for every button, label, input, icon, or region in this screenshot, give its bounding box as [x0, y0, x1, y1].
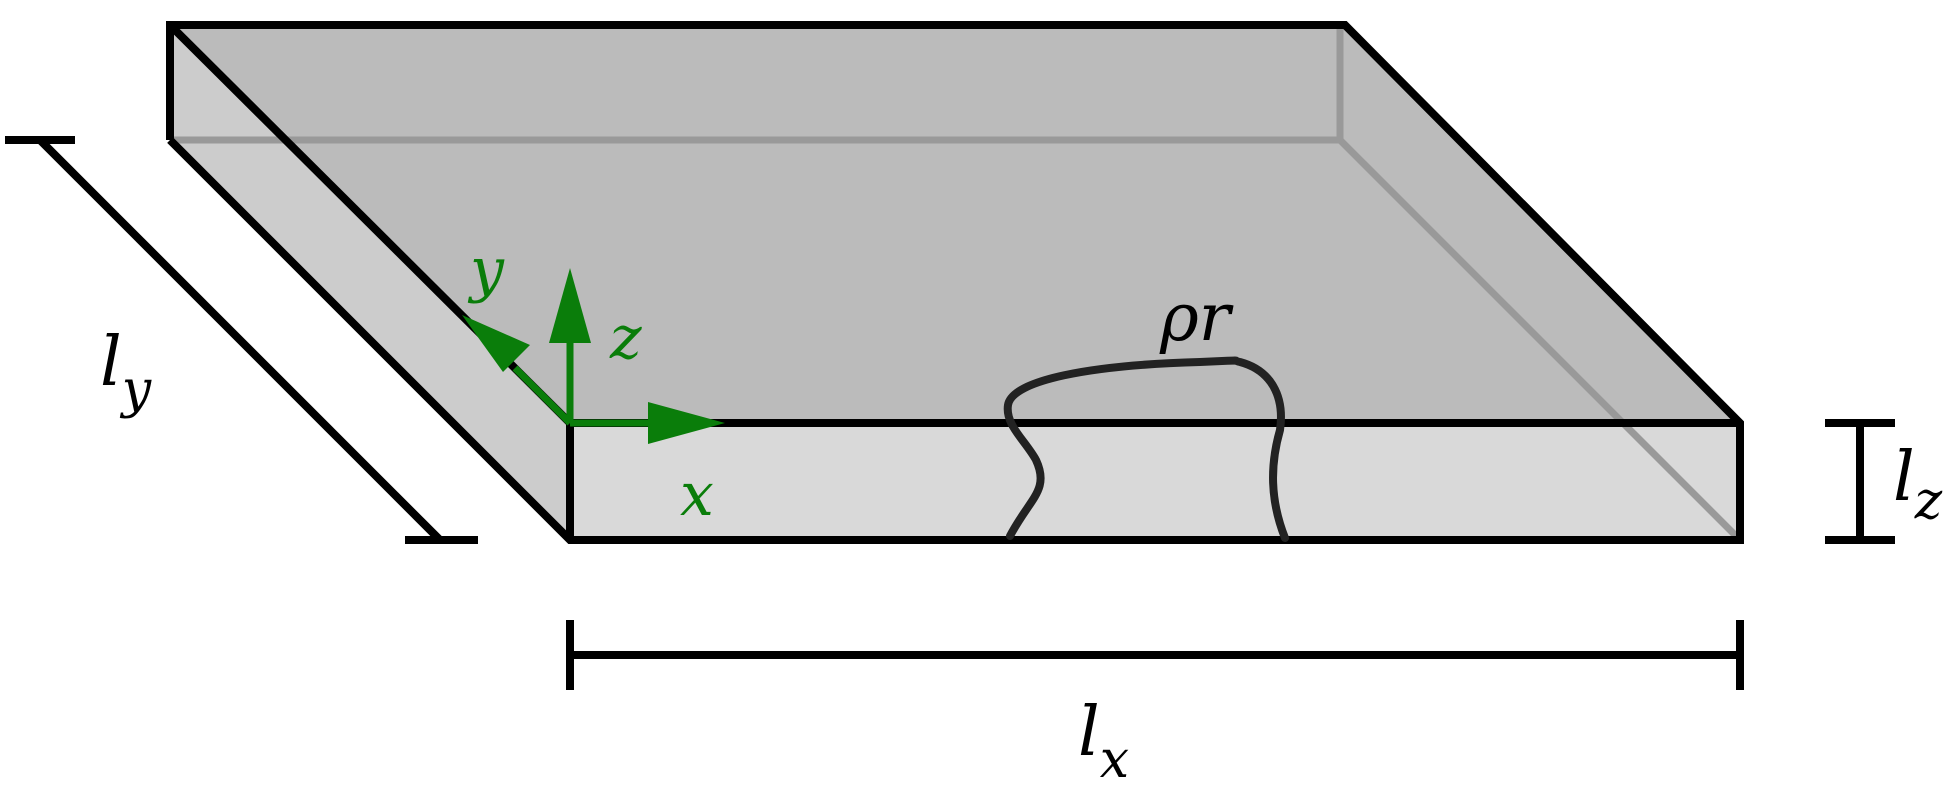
- lx-label-base: l: [1078, 693, 1100, 772]
- y-axis-arrowhead: [462, 315, 530, 372]
- ly-label: ly: [100, 323, 152, 420]
- y-axis-line: [512, 365, 573, 426]
- lx-label-sub: x: [1100, 730, 1129, 790]
- lz-dimension-bar: [1825, 419, 1895, 544]
- slab-left-face: [170, 25, 570, 540]
- lz-label-sub: z: [1914, 471, 1943, 531]
- z-axis-arrowhead: [549, 268, 591, 343]
- ly-dimension-bar: [5, 136, 478, 544]
- rho-r-label: ρr: [1159, 279, 1234, 356]
- lz-label: lz: [1893, 438, 1943, 531]
- lx-dimension-bar: [566, 620, 1744, 690]
- inclusion-outline: [1003, 356, 1289, 542]
- coordinate-axes: [462, 268, 725, 444]
- lz-label-base: l: [1893, 438, 1915, 517]
- y-axis-label: y: [467, 235, 505, 305]
- x-axis-arrowhead: [648, 402, 725, 444]
- ly-label-sub: y: [120, 360, 152, 420]
- lx-label: lx: [1078, 693, 1129, 790]
- slab-front-face: [570, 423, 1740, 540]
- z-axis-label: z: [609, 303, 642, 373]
- ly-label-base: l: [100, 323, 122, 402]
- slab-hidden-edges: [170, 25, 1743, 543]
- x-axis-label: x: [680, 460, 714, 530]
